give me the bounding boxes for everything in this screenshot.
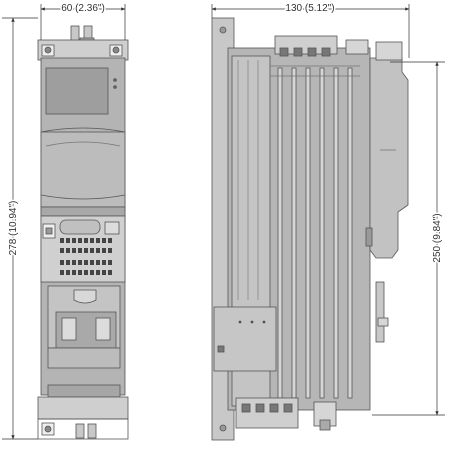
front-width-label: 60 (2.36") (61, 3, 105, 14)
display-window (45, 67, 109, 115)
front-height-label: 278 (10.94") (8, 201, 19, 256)
side-width-label: 130 (5.12") (285, 3, 334, 14)
keypad-profile (369, 57, 409, 259)
side-cover-box (213, 306, 277, 372)
front-view (37, 25, 129, 440)
side-view (211, 17, 409, 441)
dimension-lines (2, 4, 445, 440)
bottom-mounting-plate (37, 396, 129, 420)
side-height-label: 250 (9.84") (432, 213, 443, 262)
